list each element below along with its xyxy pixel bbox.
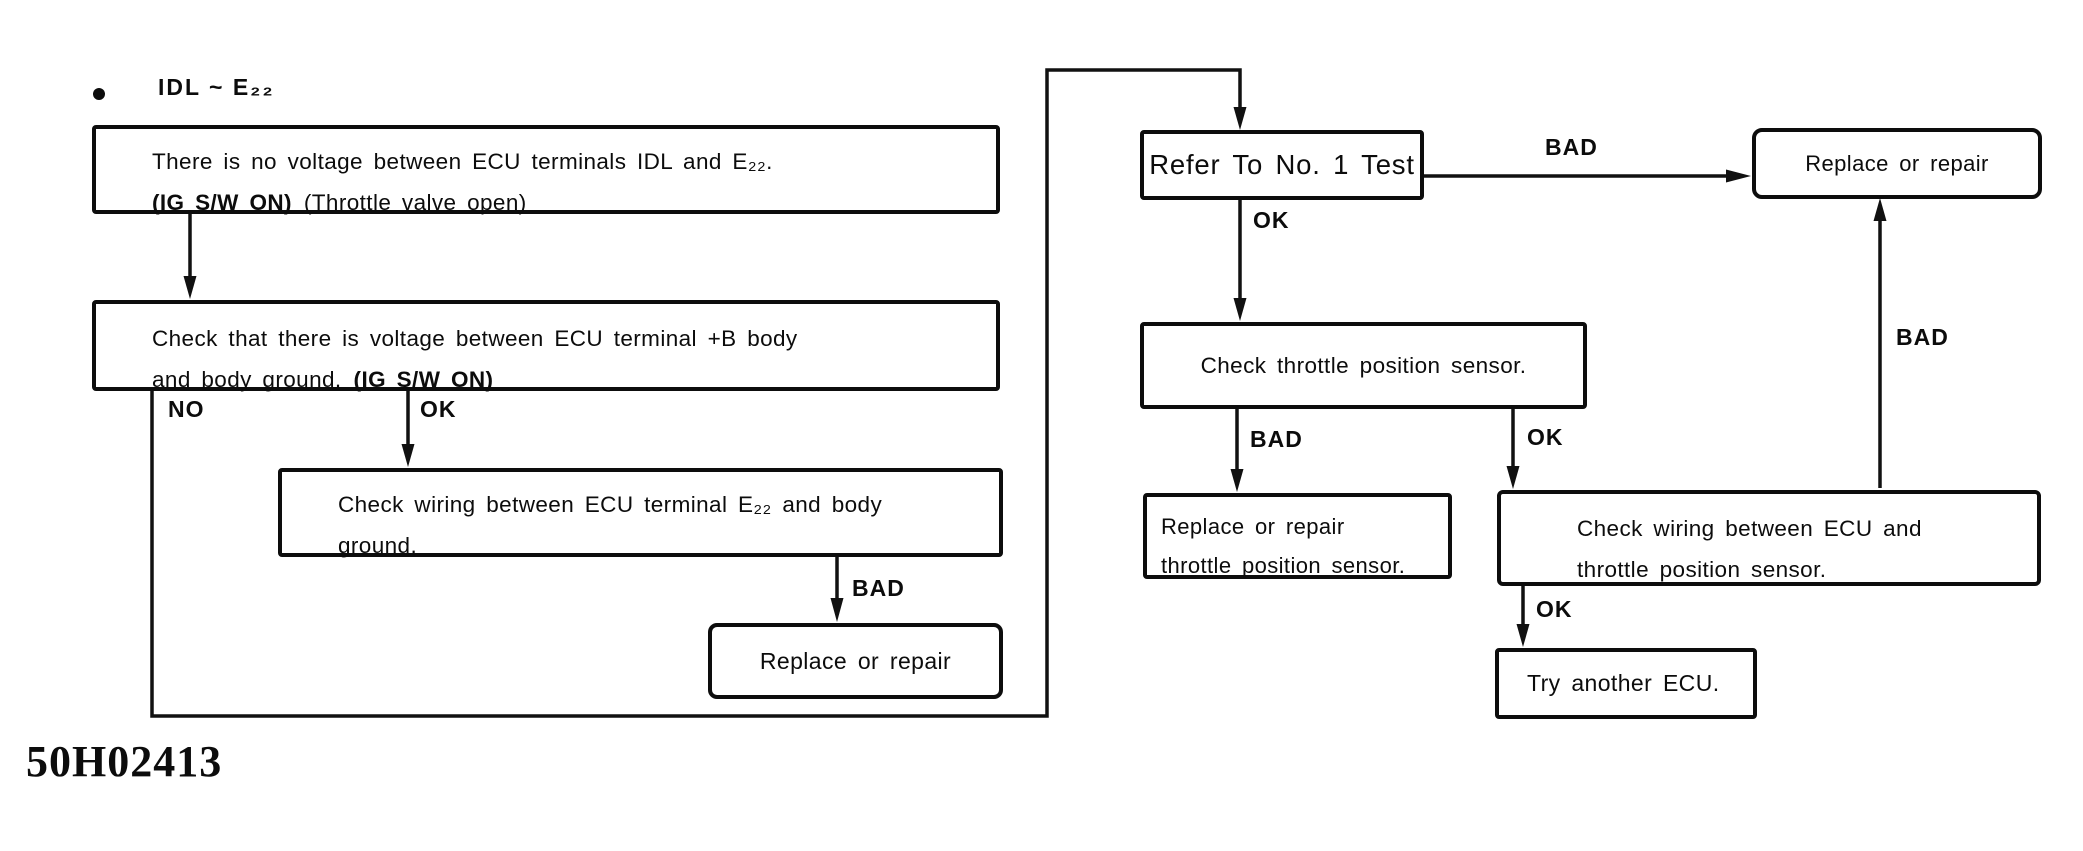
box-no-voltage-line2: (IG S/W ON) (Throttle valve open) bbox=[152, 182, 996, 223]
box-check-b-voltage-line2-rest: and body ground. bbox=[152, 367, 342, 392]
box-refer-test: Refer To No. 1 Test bbox=[1140, 130, 1424, 200]
label-bad-wiring-e22: BAD bbox=[852, 575, 905, 601]
arrowhead-bad-to-replace-right bbox=[1726, 169, 1751, 183]
box-check-wiring-tps: Check wiring between ECU and throttle po… bbox=[1497, 490, 2041, 586]
box-replace-repair-right: Replace or repair bbox=[1752, 128, 2042, 199]
figure-code: 50H02413 bbox=[26, 737, 223, 786]
connector-no-path bbox=[150, 68, 1242, 718]
label-ok-check-b: OK bbox=[420, 396, 457, 422]
arrowhead-ok-to-wiring bbox=[401, 444, 415, 467]
arrowhead-bad-to-replace-left bbox=[830, 598, 844, 622]
box-check-wiring-tps-line1: Check wiring between ECU and bbox=[1577, 516, 1922, 541]
box-try-ecu: Try another ECU. bbox=[1495, 648, 1757, 719]
box-no-voltage-line2-bold: (IG S/W ON) bbox=[152, 190, 292, 215]
label-bad-refer-test: BAD bbox=[1545, 134, 1598, 160]
box-check-b-voltage: Check that there is voltage between ECU … bbox=[92, 300, 1000, 392]
box-no-voltage-line2-rest: (Throttle valve open) bbox=[303, 190, 527, 215]
box-check-b-voltage-line1: Check that there is voltage between ECU … bbox=[152, 326, 798, 351]
box-check-b-voltage-line2: and body ground. (IG S/W ON) bbox=[152, 359, 996, 400]
box-check-wiring-tps-line2: throttle position sensor. bbox=[1577, 557, 1827, 582]
box-check-wiring-e22: Check wiring between ECU terminal E₂₂ an… bbox=[278, 468, 1003, 558]
label-ok-check-tps: OK bbox=[1527, 424, 1564, 450]
arrowhead-a-to-b bbox=[183, 276, 197, 299]
arrowhead-ok-to-check-tps bbox=[1233, 298, 1247, 321]
box-replace-repair-right-text: Replace or repair bbox=[1805, 150, 1989, 176]
box-replace-tps-line2: throttle position sensor. bbox=[1161, 553, 1406, 578]
box-no-voltage-line1: There is no voltage between ECU terminal… bbox=[152, 149, 773, 174]
arrowhead-bad-up-to-replace-right bbox=[1873, 198, 1887, 221]
arrowhead-bad-to-replace-tps bbox=[1230, 469, 1244, 492]
bullet-icon bbox=[93, 88, 105, 100]
label-bad-check-wiring-tps: BAD bbox=[1896, 324, 1949, 350]
box-replace-repair-left: Replace or repair bbox=[708, 623, 1003, 699]
box-replace-repair-left-text: Replace or repair bbox=[759, 647, 952, 674]
arrowhead-no-to-refer bbox=[1233, 107, 1247, 130]
box-replace-tps-line1: Replace or repair bbox=[1161, 514, 1345, 539]
box-check-tps-text: Check throttle position sensor. bbox=[1200, 352, 1527, 378]
label-bad-check-tps: BAD bbox=[1250, 426, 1303, 452]
arrowhead-ok-to-try-ecu bbox=[1516, 624, 1530, 647]
box-no-voltage: There is no voltage between ECU terminal… bbox=[92, 125, 1000, 215]
arrowhead-ok-to-check-wiring bbox=[1506, 466, 1520, 489]
box-check-wiring-e22-line1: Check wiring between ECU terminal E₂₂ an… bbox=[338, 492, 883, 517]
box-check-wiring-e22-line2: ground. bbox=[338, 533, 418, 558]
box-refer-test-text: Refer To No. 1 Test bbox=[1149, 149, 1415, 180]
label-ok-refer-test: OK bbox=[1253, 207, 1290, 233]
box-try-ecu-text: Try another ECU. bbox=[1527, 670, 1720, 696]
label-no-check-b: NO bbox=[168, 396, 205, 422]
box-check-tps: Check throttle position sensor. bbox=[1140, 322, 1587, 409]
box-replace-tps: Replace or repair throttle position sens… bbox=[1143, 493, 1452, 579]
box-check-b-voltage-line2-bold: (IG S/W ON) bbox=[353, 367, 494, 392]
page-title: IDL ~ E₂₂ bbox=[158, 74, 275, 100]
label-ok-check-wiring-tps: OK bbox=[1536, 596, 1573, 622]
